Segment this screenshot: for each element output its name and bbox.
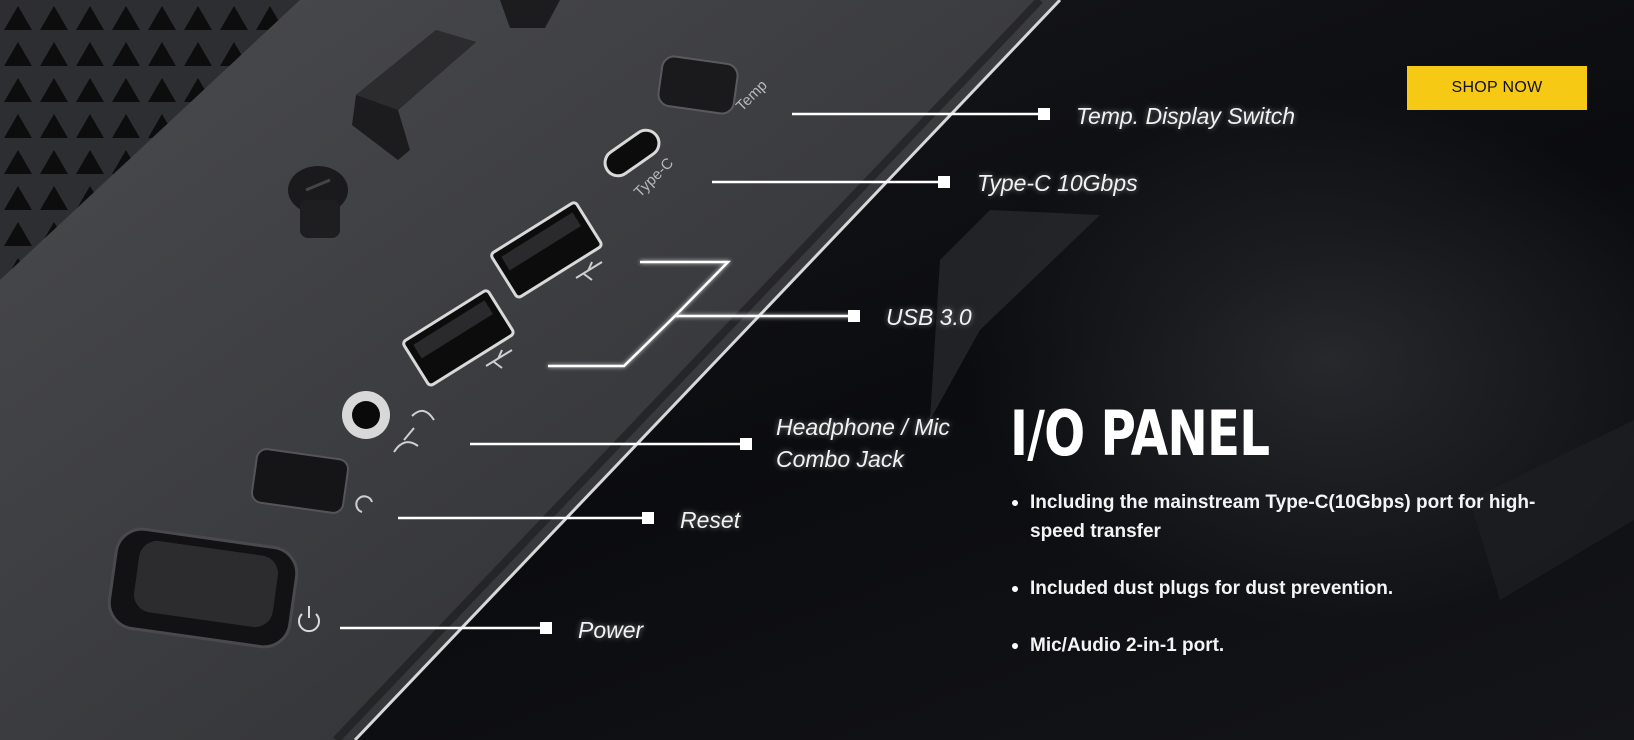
power-button — [107, 527, 299, 649]
callout-jack-line2: Combo Jack — [776, 446, 904, 472]
callout-jack-label: Headphone / Mic Combo Jack — [776, 411, 986, 475]
callout-dot-usb — [848, 310, 860, 322]
typec-port — [603, 128, 661, 178]
shop-now-button[interactable]: SHOP NOW — [1407, 66, 1587, 110]
temp-button — [657, 55, 739, 115]
callout-temp-label: Temp. Display Switch — [1076, 103, 1296, 129]
usb-icon — [485, 261, 603, 369]
usb-port-2 — [402, 289, 515, 387]
callout-dot-power — [540, 622, 552, 634]
callout-endpoints — [540, 108, 1050, 634]
callout-dot-reset — [642, 512, 654, 524]
callout-usb-label: USB 3.0 — [886, 304, 972, 330]
reset-button — [250, 448, 350, 514]
mic-headphone-icon — [393, 409, 435, 453]
feature-list: Including the mainstream Type-C(10Gbps) … — [1010, 488, 1570, 660]
callout-jack-line1: Headphone / Mic — [776, 414, 950, 440]
dust-plug-large — [352, 30, 476, 160]
callout-line-usb — [548, 260, 852, 368]
dust-plug-small — [288, 166, 348, 238]
power-icon — [298, 606, 320, 633]
rear-bracket — [930, 210, 1100, 420]
usb-port-1 — [490, 201, 603, 299]
callout-power-label: Power — [578, 617, 644, 643]
audio-jack — [342, 391, 390, 439]
feature-item: Including the mainstream Type-C(10Gbps) … — [1010, 488, 1570, 546]
callout-typec-label: Type-C 10Gbps — [977, 170, 1138, 196]
dust-plug-top — [500, 0, 560, 28]
reset-icon — [355, 495, 373, 513]
callout-dot-typec — [938, 176, 950, 188]
mesh-vent — [0, 0, 300, 280]
callout-lines — [340, 112, 1044, 630]
panel-title: I/O PANEL — [1010, 397, 1270, 470]
feature-item: Included dust plugs for dust prevention. — [1010, 574, 1570, 603]
callout-dot-jack — [740, 438, 752, 450]
callout-reset-label: Reset — [680, 507, 741, 533]
panel-edge — [353, 0, 1062, 740]
feature-item: Mic/Audio 2-in-1 port. — [1010, 631, 1570, 660]
callout-dot-temp — [1038, 108, 1050, 120]
